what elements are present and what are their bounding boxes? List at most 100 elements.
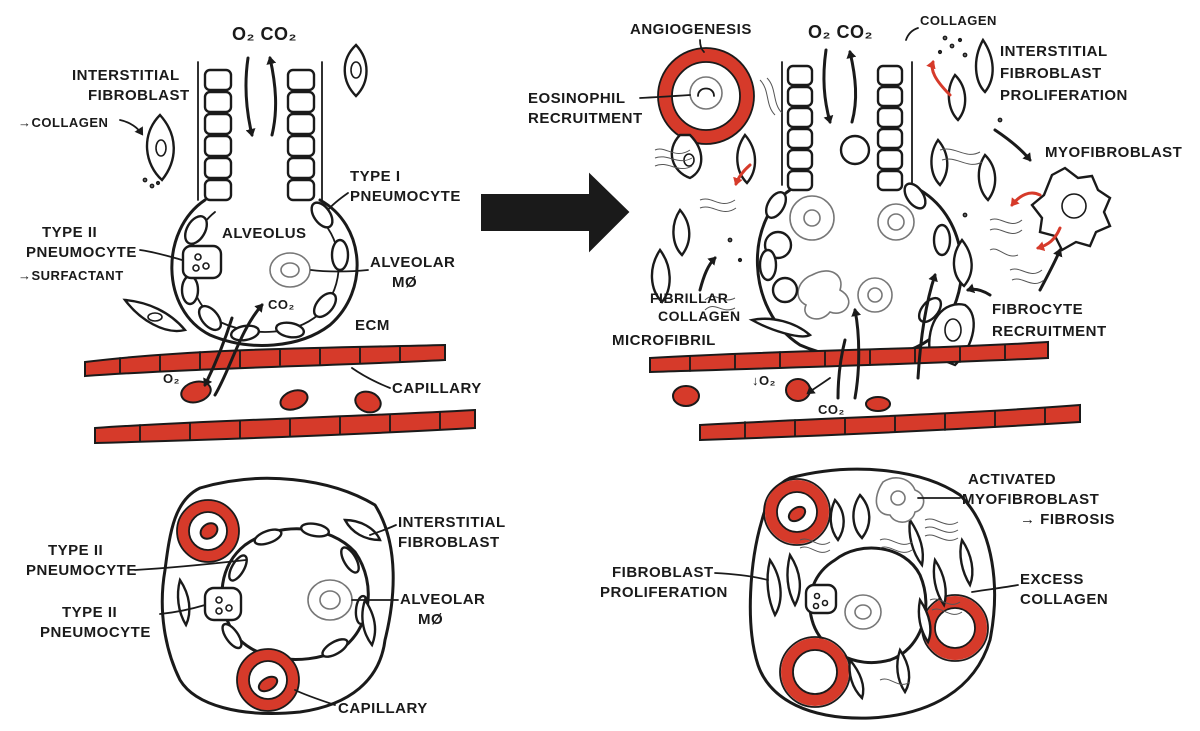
red-blood-cells: [180, 380, 382, 414]
ecm-label: ECM: [355, 317, 390, 334]
fibrotic-lumen-cells: [763, 195, 915, 320]
excess-collagen-fibrils: [799, 518, 963, 685]
fibrocyte-recruitment-label: FIBROCYTE RECRUITMENT: [992, 301, 1107, 340]
surfactant-granule: [225, 604, 233, 612]
fibroblast-proliferation-label: INTERSTITIAL FIBROBLAST PROLIFERATION: [1000, 43, 1128, 104]
type-ii-leader: [139, 249, 183, 261]
alveolus-outline: [170, 198, 359, 347]
co2-outflow-arrow: [846, 50, 858, 124]
myofibroblast-nucleus: [1061, 193, 1087, 219]
fibrocyte-leader: [966, 283, 992, 297]
progression-arrow: [481, 172, 630, 253]
fibrotic-cross-section-panel: ACTIVATED MYOFIBROBLAST → FIBROSIS FIBRO…: [600, 467, 1115, 720]
co2-outflow-arrow: [266, 56, 278, 137]
red-blood-cells: [672, 378, 891, 412]
proliferation-arrow: [926, 60, 952, 97]
interstitial-fibroblast-label: INTERSTITIAL FIBROBLAST: [72, 67, 190, 104]
fibroblast-leader: [119, 119, 144, 136]
fibrillar-collagen-label: FIBRILLAR COLLAGEN: [650, 290, 741, 324]
co2-small-label: CO₂: [818, 402, 845, 417]
co2-diffusion-arrow: [851, 308, 862, 400]
surfactant-note-label: →SURFACTANT: [18, 268, 124, 283]
interstitial-fibroblast: [342, 518, 382, 542]
cs-fibroblast-leader: [369, 524, 397, 536]
eosinophil-cell: [689, 76, 723, 110]
interstitial-fibroblast: [361, 597, 377, 648]
surfactant-granule: [192, 264, 200, 272]
capillary-leader: [351, 367, 391, 389]
cs-capillary-label: CAPILLARY: [338, 700, 428, 717]
capillary-upper: [649, 340, 1049, 374]
fibroblast-nucleus: [147, 312, 163, 322]
fibrillar-collagen-deposits: [654, 77, 1045, 311]
macrophage-nucleus: [280, 262, 300, 278]
excess-collagen-leader: [971, 584, 1019, 593]
airway-epithelium-right: [876, 64, 904, 192]
proliferating-fibroblasts: [650, 37, 997, 338]
type-i-pneumocyte-label: TYPE I PNEUMOCYTE: [350, 168, 461, 205]
capillary-label: CAPILLARY: [392, 380, 482, 397]
recruitment-arrow: [1038, 248, 1063, 292]
fibroblast-nucleus: [350, 61, 362, 79]
eosinophil-nucleus: [697, 87, 715, 97]
type-ii-pneumocyte-cell: [804, 583, 838, 615]
capillary-endothelial-divisions: [689, 344, 1046, 439]
proliferating-fibroblasts: [766, 493, 974, 701]
cs-capillary-leader: [294, 689, 336, 706]
cs-type-ii-leader-a: [134, 559, 247, 571]
fibrocyte-migration-arrow: [916, 273, 938, 380]
healthy-alveolus-panel: O₂ CO₂: [18, 24, 482, 445]
capillary-lower: [699, 403, 1081, 442]
reduced-o2-label: ↓O₂: [752, 373, 776, 388]
interstitium-outline: [748, 467, 997, 720]
type-ii-pneumocyte-cell: [181, 244, 223, 280]
impaired-co2-arrow: [836, 338, 847, 400]
angiogenesis-leader: [699, 39, 705, 53]
type-i-leader: [327, 192, 349, 211]
collagen-leader: [905, 27, 919, 41]
cs-alveolar-macrophage-label: ALVEOLAR MØ: [400, 591, 490, 628]
co2-diffusion-arrow: [213, 303, 264, 397]
type-ii-pneumocyte-cell: [203, 586, 243, 622]
fibrotic-alveolus-panel: O₂ CO₂: [528, 13, 1182, 442]
collagen-specks: [142, 177, 161, 189]
proliferation-arrow: [733, 163, 752, 186]
fibrillar-collagen-arrow: [698, 256, 717, 292]
airway-epithelium-right: [286, 68, 316, 202]
fibrocyte: [839, 134, 871, 166]
gas-exchange-label: O₂ CO₂: [232, 24, 297, 44]
airway-epithelium-left: [786, 64, 814, 192]
alveolus-label: ALVEOLUS: [222, 225, 307, 242]
fibroblast-nucleus: [155, 139, 167, 157]
surfactant-granule: [194, 253, 202, 261]
eosinophil-leader: [639, 94, 691, 99]
cs-type-ii-label-a: TYPE II PNEUMOCYTE: [26, 542, 137, 579]
activation-arrow: [1010, 191, 1042, 207]
o2-small-label: O₂: [163, 371, 180, 386]
interstitial-fibroblast: [176, 577, 191, 628]
activation-arrow: [1036, 226, 1062, 252]
excess-collagen-label: EXCESS COLLAGEN: [1020, 571, 1108, 608]
type-ii-pneumocyte-label: TYPE II PNEUMOCYTE: [26, 224, 137, 261]
fibrocyte-nucleus: [944, 318, 962, 342]
differentiation-arrow: [993, 128, 1032, 162]
capillary-lower: [94, 408, 476, 445]
o2-diffusion-arrow: [806, 377, 831, 395]
eosinophil-nucleus: [683, 153, 695, 167]
o2-inflow-arrow: [244, 56, 256, 137]
surfactant-granule: [215, 607, 223, 615]
angiogenesis-label: ANGIOGENESIS: [630, 21, 752, 38]
cs-type-ii-label-b: TYPE II PNEUMOCYTE: [40, 604, 151, 641]
macrophage-nucleus: [854, 604, 872, 620]
surfactant-granule: [215, 596, 223, 604]
macrophage-leader: [310, 269, 369, 273]
alveolar-macrophage-label: ALVEOLAR MØ: [370, 254, 460, 291]
collagen-specks: [727, 35, 1003, 263]
cs-fibroblast-proliferation-label: FIBROBLAST PROLIFERATION: [600, 564, 728, 601]
eosinophil-recruitment-label: EOSINOPHIL RECRUITMENT: [528, 90, 643, 127]
cs-interstitial-fibroblast-label: INTERSTITIAL FIBROBLAST: [398, 514, 510, 551]
collagen-label: COLLAGEN: [920, 13, 997, 28]
cs-fibroblast-leader: [714, 572, 769, 581]
